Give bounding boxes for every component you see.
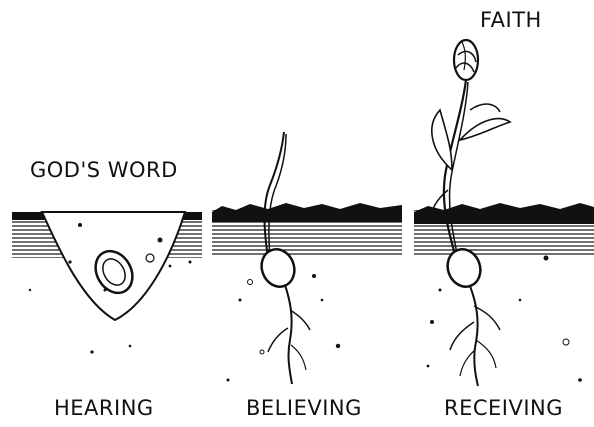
- label-receiving: RECEIVING: [444, 396, 563, 420]
- flower-icon: [454, 40, 478, 80]
- panel-receiving: [414, 40, 594, 386]
- panel-believing: [212, 132, 402, 384]
- label-believing: BELIEVING: [246, 396, 362, 420]
- label-faith: FAITH: [480, 8, 542, 32]
- label-hearing: HEARING: [54, 396, 154, 420]
- panel-hearing: [12, 212, 202, 354]
- label-gods-word: GOD'S WORD: [30, 158, 178, 182]
